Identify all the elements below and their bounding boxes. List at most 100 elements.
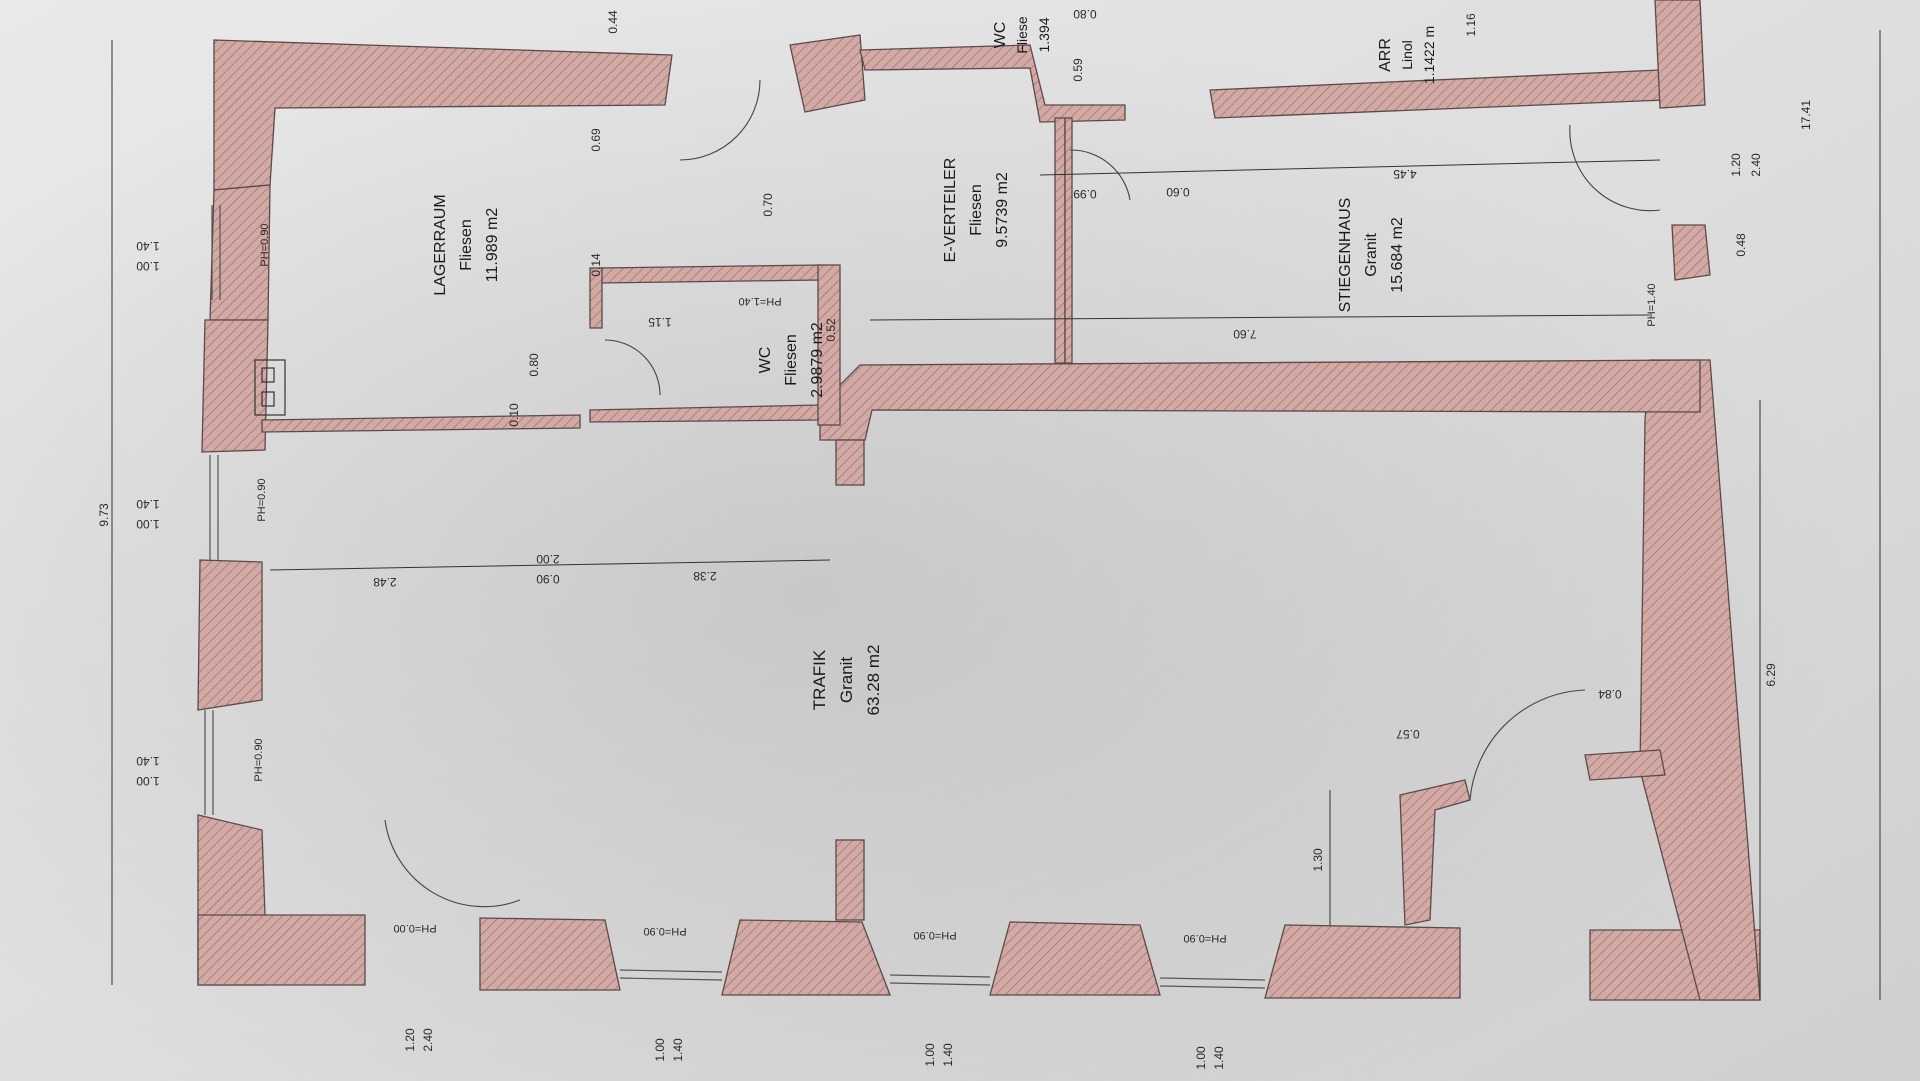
dim-stair-width: 4.45 <box>1393 167 1417 181</box>
dim-overall-length: 17.41 <box>1799 100 1813 130</box>
dim-d116: 1.16 <box>1464 13 1478 37</box>
wall-wc-top <box>599 264 821 284</box>
dimension-lines <box>111 30 1881 1000</box>
wall-left-2 <box>201 319 269 453</box>
wall-stiegen-left <box>1064 117 1073 364</box>
dim-d140-c: 1.40 <box>136 754 160 768</box>
room-area-wc2: 1.394 <box>1036 17 1052 52</box>
dim-d240: 2.40 <box>1749 153 1763 177</box>
dim-d080b: 0.80 <box>527 353 541 377</box>
wall-wc-right <box>817 264 841 426</box>
ph-bottom-4: PH=0.90 <box>1183 932 1226 944</box>
dim-d100-a: 1.00 <box>136 259 160 273</box>
room-name-arr: ARR <box>1377 38 1394 72</box>
dim-d099: 0.99 <box>1073 187 1097 201</box>
wall-lager-bottom <box>261 414 581 433</box>
ph-left-3: PH=0.90 <box>253 738 265 781</box>
parapet-labels: PH=0.90 PH=0.90 PH=0.90 PH=0.00 PH=0.90 … <box>253 223 1658 944</box>
room-floor-stiegenhaus: Granit <box>1363 233 1380 277</box>
wall-bottom-3 <box>721 919 891 996</box>
wall-stub <box>835 439 865 486</box>
wall-entry <box>1399 779 1471 926</box>
dim-d140-b: 1.40 <box>136 497 160 511</box>
dim-d120: 1.20 <box>1729 153 1743 177</box>
room-floor-trafik: Granit <box>837 657 856 704</box>
room-name-e-verteiler: E-VERTEILER <box>942 158 959 263</box>
dim-d080: 0.80 <box>1073 7 1097 21</box>
dim-d115: 1.15 <box>648 315 672 329</box>
room-wc: WC Fliesen 2.9879 m2 <box>757 322 826 398</box>
room-wc2: WC Fliese 1.394 <box>992 16 1052 54</box>
dim-d010: 0.10 <box>507 403 521 427</box>
wall-top-corner <box>1654 0 1706 109</box>
dim-d060: 0.60 <box>1166 185 1190 199</box>
wall-bottom-1 <box>197 914 366 986</box>
room-area-arr: 1.1422 m <box>1421 26 1437 84</box>
room-e-verteiler: E-VERTEILER Fliesen 9.5739 m2 <box>942 158 1011 263</box>
wall-top-3 <box>859 44 1126 123</box>
chimney-icon <box>254 359 286 416</box>
dim-h130: 1.30 <box>1311 848 1325 872</box>
dim-bottom-120: 1.20 <box>403 1028 417 1052</box>
room-area-e-verteiler: 9.5739 m2 <box>994 172 1011 248</box>
room-name-trafik: TRAFIK <box>810 649 829 710</box>
room-floor-e-verteiler: Fliesen <box>968 184 985 236</box>
dim-d052: 0.52 <box>824 318 838 342</box>
room-name-wc2: WC <box>992 22 1009 49</box>
dim-bottom-100-a: 1.00 <box>653 1038 667 1062</box>
dim-door-h: 2.00 <box>536 552 560 566</box>
dim-d044: 0.44 <box>606 10 620 34</box>
room-area-lagerraum: 11.989 m2 <box>484 208 501 283</box>
room-area-stiegenhaus: 15.684 m2 <box>1389 217 1406 293</box>
wall-entry-2 <box>1584 749 1666 781</box>
windows <box>204 205 1266 989</box>
room-floor-wc2: Fliese <box>1014 16 1030 54</box>
ph-left-2: PH=0.90 <box>256 478 268 521</box>
wall-pillar <box>835 839 865 921</box>
ph-wc: PH=1.40 <box>738 295 781 307</box>
ph-left-1: PH=0.90 <box>259 223 271 266</box>
walls <box>197 0 1761 1001</box>
room-floor-wc: Fliesen <box>783 334 800 386</box>
dim-door-w: 0.90 <box>536 572 560 586</box>
ph-bottom-3: PH=0.90 <box>913 929 956 941</box>
dim-d070: 0.70 <box>761 193 775 217</box>
room-area-wc: 2.9879 m2 <box>809 322 826 398</box>
ph-bottom-1: PH=0.00 <box>393 922 436 934</box>
wall-right <box>1639 359 1761 1001</box>
dim-bottom-140-a: 1.40 <box>671 1038 685 1062</box>
dimension-labels: 9.73 17.41 6.29 7.60 4.45 2.48 2.38 0.90… <box>97 7 1813 1070</box>
room-area-trafik: 63.28 m2 <box>864 645 883 716</box>
wall-everteiler-left <box>1054 117 1066 364</box>
dim-d084: 0.84 <box>1598 687 1622 701</box>
dim-bottom-140-c: 1.40 <box>1212 1046 1226 1070</box>
room-name-stiegenhaus: STIEGENHAUS <box>1337 198 1354 313</box>
room-arr: ARR Linol 1.1422 m <box>1377 26 1437 84</box>
room-name-wc: WC <box>757 347 774 374</box>
dim-bottom-140-b: 1.40 <box>941 1043 955 1067</box>
dim-d048: 0.48 <box>1734 233 1748 257</box>
wall-bottom-5 <box>1264 924 1461 999</box>
dim-stair-length: 7.60 <box>1233 327 1257 341</box>
dim-bottom-100-b: 1.00 <box>923 1043 937 1067</box>
dim-trafik-a: 2.48 <box>373 575 397 589</box>
ph-right: PH=1.40 <box>1646 283 1658 326</box>
wall-left-3 <box>197 559 263 711</box>
dim-right-lower: 6.29 <box>1764 663 1778 687</box>
wall-bottom-4 <box>989 921 1161 996</box>
room-lagerraum: LAGERRAUM Fliesen 11.989 m2 <box>432 194 501 295</box>
dim-d059: 0.59 <box>1071 58 1085 82</box>
dim-bottom-240: 2.40 <box>421 1028 435 1052</box>
room-floor-lagerraum: Fliesen <box>458 219 475 271</box>
room-name-lagerraum: LAGERRAUM <box>432 194 449 295</box>
dim-d069: 0.69 <box>589 128 603 152</box>
dim-d014: 0.14 <box>589 253 603 277</box>
dim-d100-c: 1.00 <box>136 774 160 788</box>
room-floor-arr: Linol <box>1399 40 1415 70</box>
dim-d100-b: 1.00 <box>136 517 160 531</box>
room-trafik: TRAFIK Granit 63.28 m2 <box>810 645 883 716</box>
ph-bottom-2: PH=0.90 <box>643 925 686 937</box>
wall-right-upper <box>1671 224 1711 281</box>
